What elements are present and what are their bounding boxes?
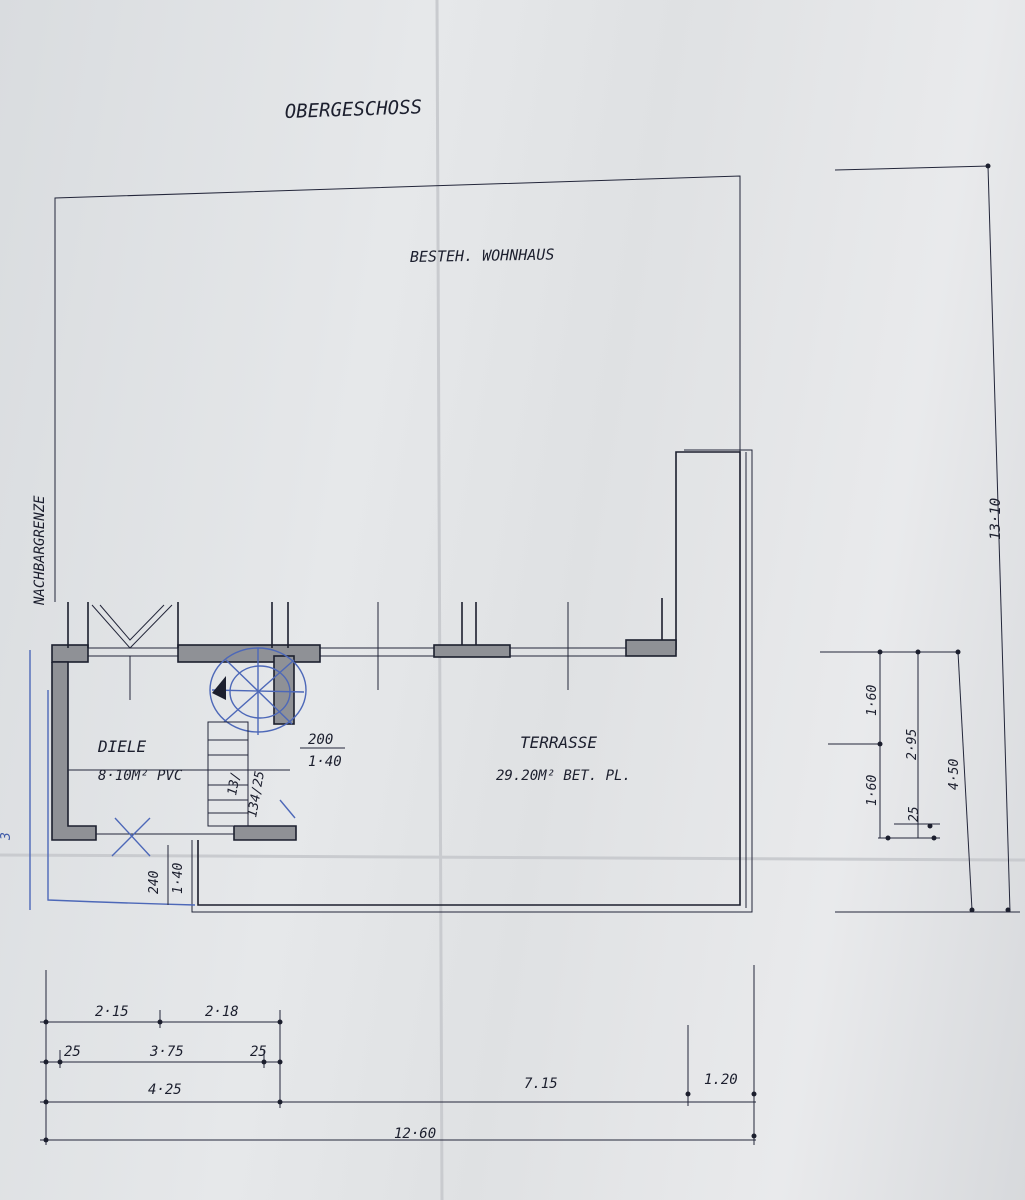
wall-segment-4 [625,639,677,657]
folding-door-inner [99,604,165,641]
folding-door [91,604,173,649]
right-dim-25: 25 [907,806,922,822]
diele-south-wall [233,825,297,841]
stair-step-dim-a: 13/ [225,771,244,797]
terrace-parapet-line [191,449,753,913]
left-edge-blue-mark: 3 [0,832,14,841]
bottom-dim-120: 1.20 [704,1072,738,1088]
diele-west-wall [51,661,97,841]
stair-dim-200: 200 [308,732,333,748]
lower-dim-240: 240 [147,870,162,894]
bottom-dim-25-left: 25 [64,1044,81,1060]
stair-dim-140: 1·40 [308,754,342,770]
right-dim-160-top: 1·60 [865,685,880,716]
room-name-terrasse: TERRASSE [520,733,597,752]
right-dimension-chain [820,163,1020,913]
right-dim-295: 2·95 [905,729,920,760]
plan-title: OBERGESCHOSS [284,96,422,123]
bottom-dim-25-right: 25 [250,1044,267,1060]
room-area-terrasse: 29.20M² BET. PL. [496,768,631,784]
blue-correction-marks [29,650,296,910]
stair-step-dim-b: 134/25 [245,770,268,819]
terrace-outer-wall [197,451,741,906]
right-dim-160-bottom: 1·60 [865,775,880,806]
right-dim-450: 4·50 [947,759,962,790]
existing-house-outline [54,175,741,602]
bottom-dim-215: 2·15 [95,1004,129,1020]
bottom-dim-425: 4·25 [148,1082,182,1098]
bottom-dim-218: 2·18 [205,1004,239,1020]
bottom-dim-total: 12·60 [394,1126,436,1142]
bottom-dim-715: 7.15 [524,1076,558,1092]
neighbor-border-label: NACHBARGRENZE [32,495,48,606]
room-name-diele: DIELE [97,737,147,756]
right-dim-total: 13·10 [988,498,1004,540]
wall-segment-1 [51,644,89,663]
wall-segment-2 [177,644,321,663]
lower-dim-140: 1·40 [171,863,186,894]
paper-fold-vertical [435,0,444,1200]
spiral-staircase [207,647,307,827]
bottom-dimension-chain [40,965,757,1145]
paper-fold-horizontal [0,853,1025,862]
wall-segment-3 [433,644,511,658]
bottom-dim-375: 3·75 [149,1044,184,1060]
existing-house-label: BESTEH. WOHNHAUS [410,245,555,266]
room-area-diele: 8·10M² PVC [98,768,183,784]
